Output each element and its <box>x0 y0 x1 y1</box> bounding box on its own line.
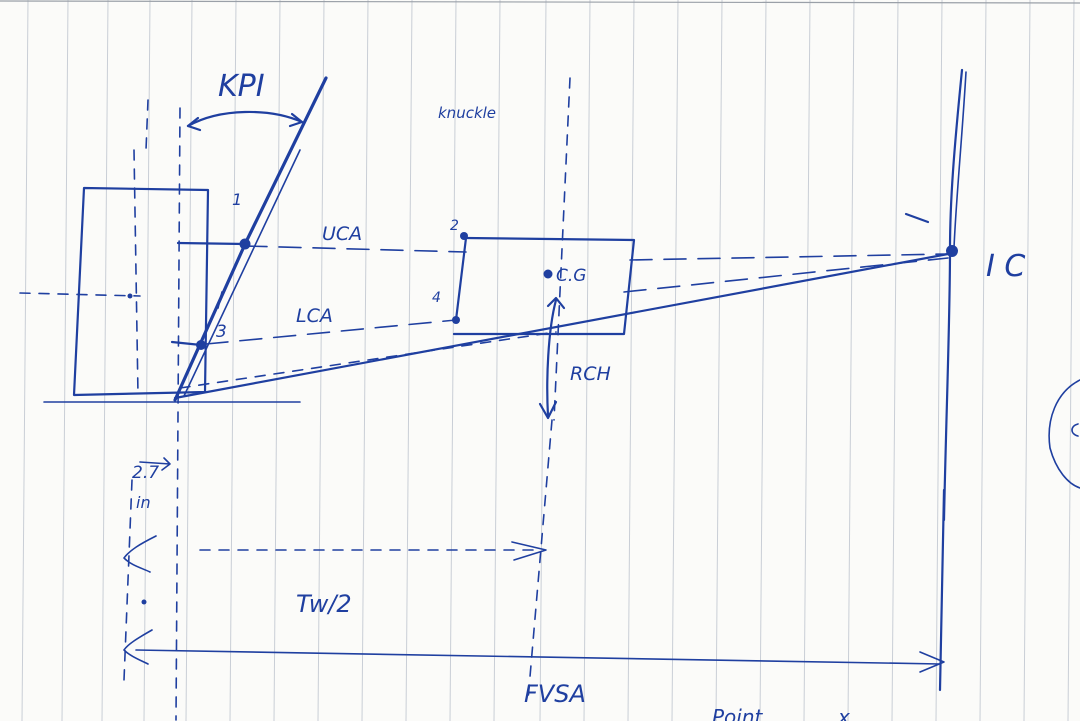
page-top-edge <box>0 0 1080 4</box>
kpi-arc-left-arrow <box>186 116 202 132</box>
lca-line <box>205 319 457 345</box>
upper-ball-joint-arm <box>176 241 247 246</box>
point-4-marker <box>452 316 460 324</box>
uca-label: UCA <box>322 223 362 245</box>
ic-vertical-line <box>942 68 964 522</box>
upright-points: 1 3 <box>170 190 251 350</box>
edge-circle-mark <box>1071 423 1079 437</box>
point-2-marker <box>460 232 468 240</box>
point-1-label: 1 <box>232 190 242 209</box>
scrub-unit: in <box>136 493 151 512</box>
edge-circle-fragment <box>1048 379 1080 489</box>
wheel <box>19 99 301 403</box>
cg-marker <box>543 269 553 279</box>
kpi-angle-arc <box>186 110 304 128</box>
lower-control-arm: LCA <box>205 305 457 345</box>
kpi-small-arrow <box>217 291 223 309</box>
fvsa-dimension: FVSA <box>123 629 945 708</box>
chassis-inner-side <box>454 236 468 322</box>
knuckle-centerline: knuckle <box>438 77 571 701</box>
uca-extension <box>629 253 949 261</box>
fvsa-right-arrow <box>919 651 945 673</box>
kpi-vertical-reference <box>175 107 181 721</box>
instant-center-lines: I C <box>173 212 1025 400</box>
scrub-value: 2.7 <box>132 463 159 483</box>
rch-up-arrow <box>546 296 566 310</box>
scrub-annotation: 2.7 in <box>123 457 171 681</box>
tw-right-arrow <box>511 541 547 561</box>
kpi-label: KPI <box>218 69 265 104</box>
ic-tick <box>904 212 930 224</box>
wheel-centerline-top <box>145 99 149 151</box>
uca-line <box>244 245 467 253</box>
knuckle-vertical-lower <box>527 419 553 701</box>
rch-construction-line <box>179 331 557 389</box>
point-2-label: 2 <box>450 218 459 234</box>
knuckle-label: knuckle <box>438 104 496 122</box>
tw-left-bracket <box>123 535 157 573</box>
wheel-center <box>127 293 133 299</box>
knuckle-vertical <box>553 77 571 421</box>
scrub-vertical-ref <box>123 479 133 681</box>
ic-marker <box>946 245 958 257</box>
rch-down-arrow <box>538 400 558 420</box>
tw-dot <box>141 599 147 605</box>
rch-label: RCH <box>570 363 611 385</box>
scrub-arrow <box>139 457 171 471</box>
fvsa-label: FVSA <box>524 680 586 708</box>
kpi-line <box>173 76 328 402</box>
point-3-label: 3 <box>216 322 227 342</box>
fvsa-dimension-line <box>135 649 941 665</box>
wheel-outline <box>72 186 210 397</box>
ic-vertical <box>938 68 967 692</box>
chassis: 2 4 C.G <box>432 218 636 336</box>
cg-label: C.G <box>556 266 586 286</box>
wheel-center-height <box>19 292 141 297</box>
ic-vertical-lower <box>938 488 946 692</box>
contact-patch-to-ic-line <box>173 252 950 400</box>
point-x-label: x <box>837 705 850 721</box>
point-label: Point <box>712 705 764 721</box>
ic-vertical-double <box>953 71 967 249</box>
point-4-label: 4 <box>432 290 441 306</box>
bottom-note: Point x <box>712 705 850 721</box>
fvsa-left-bracket <box>123 629 153 665</box>
track-width-dimension: Tw/2 <box>123 535 547 618</box>
lower-ball-joint-arm <box>170 340 203 347</box>
tw2-label: Tw/2 <box>296 590 352 618</box>
roll-center: RCH <box>538 296 611 420</box>
kpi-line-double <box>183 149 301 397</box>
kpi-arc-right-arrow <box>288 112 304 128</box>
wheel-centerline <box>133 149 139 396</box>
lca-label: LCA <box>296 305 333 327</box>
ic-label: I C <box>986 249 1025 284</box>
upper-control-arm: UCA <box>244 223 467 253</box>
ruled-lines <box>21 0 1075 721</box>
rch-height-line <box>546 298 558 418</box>
